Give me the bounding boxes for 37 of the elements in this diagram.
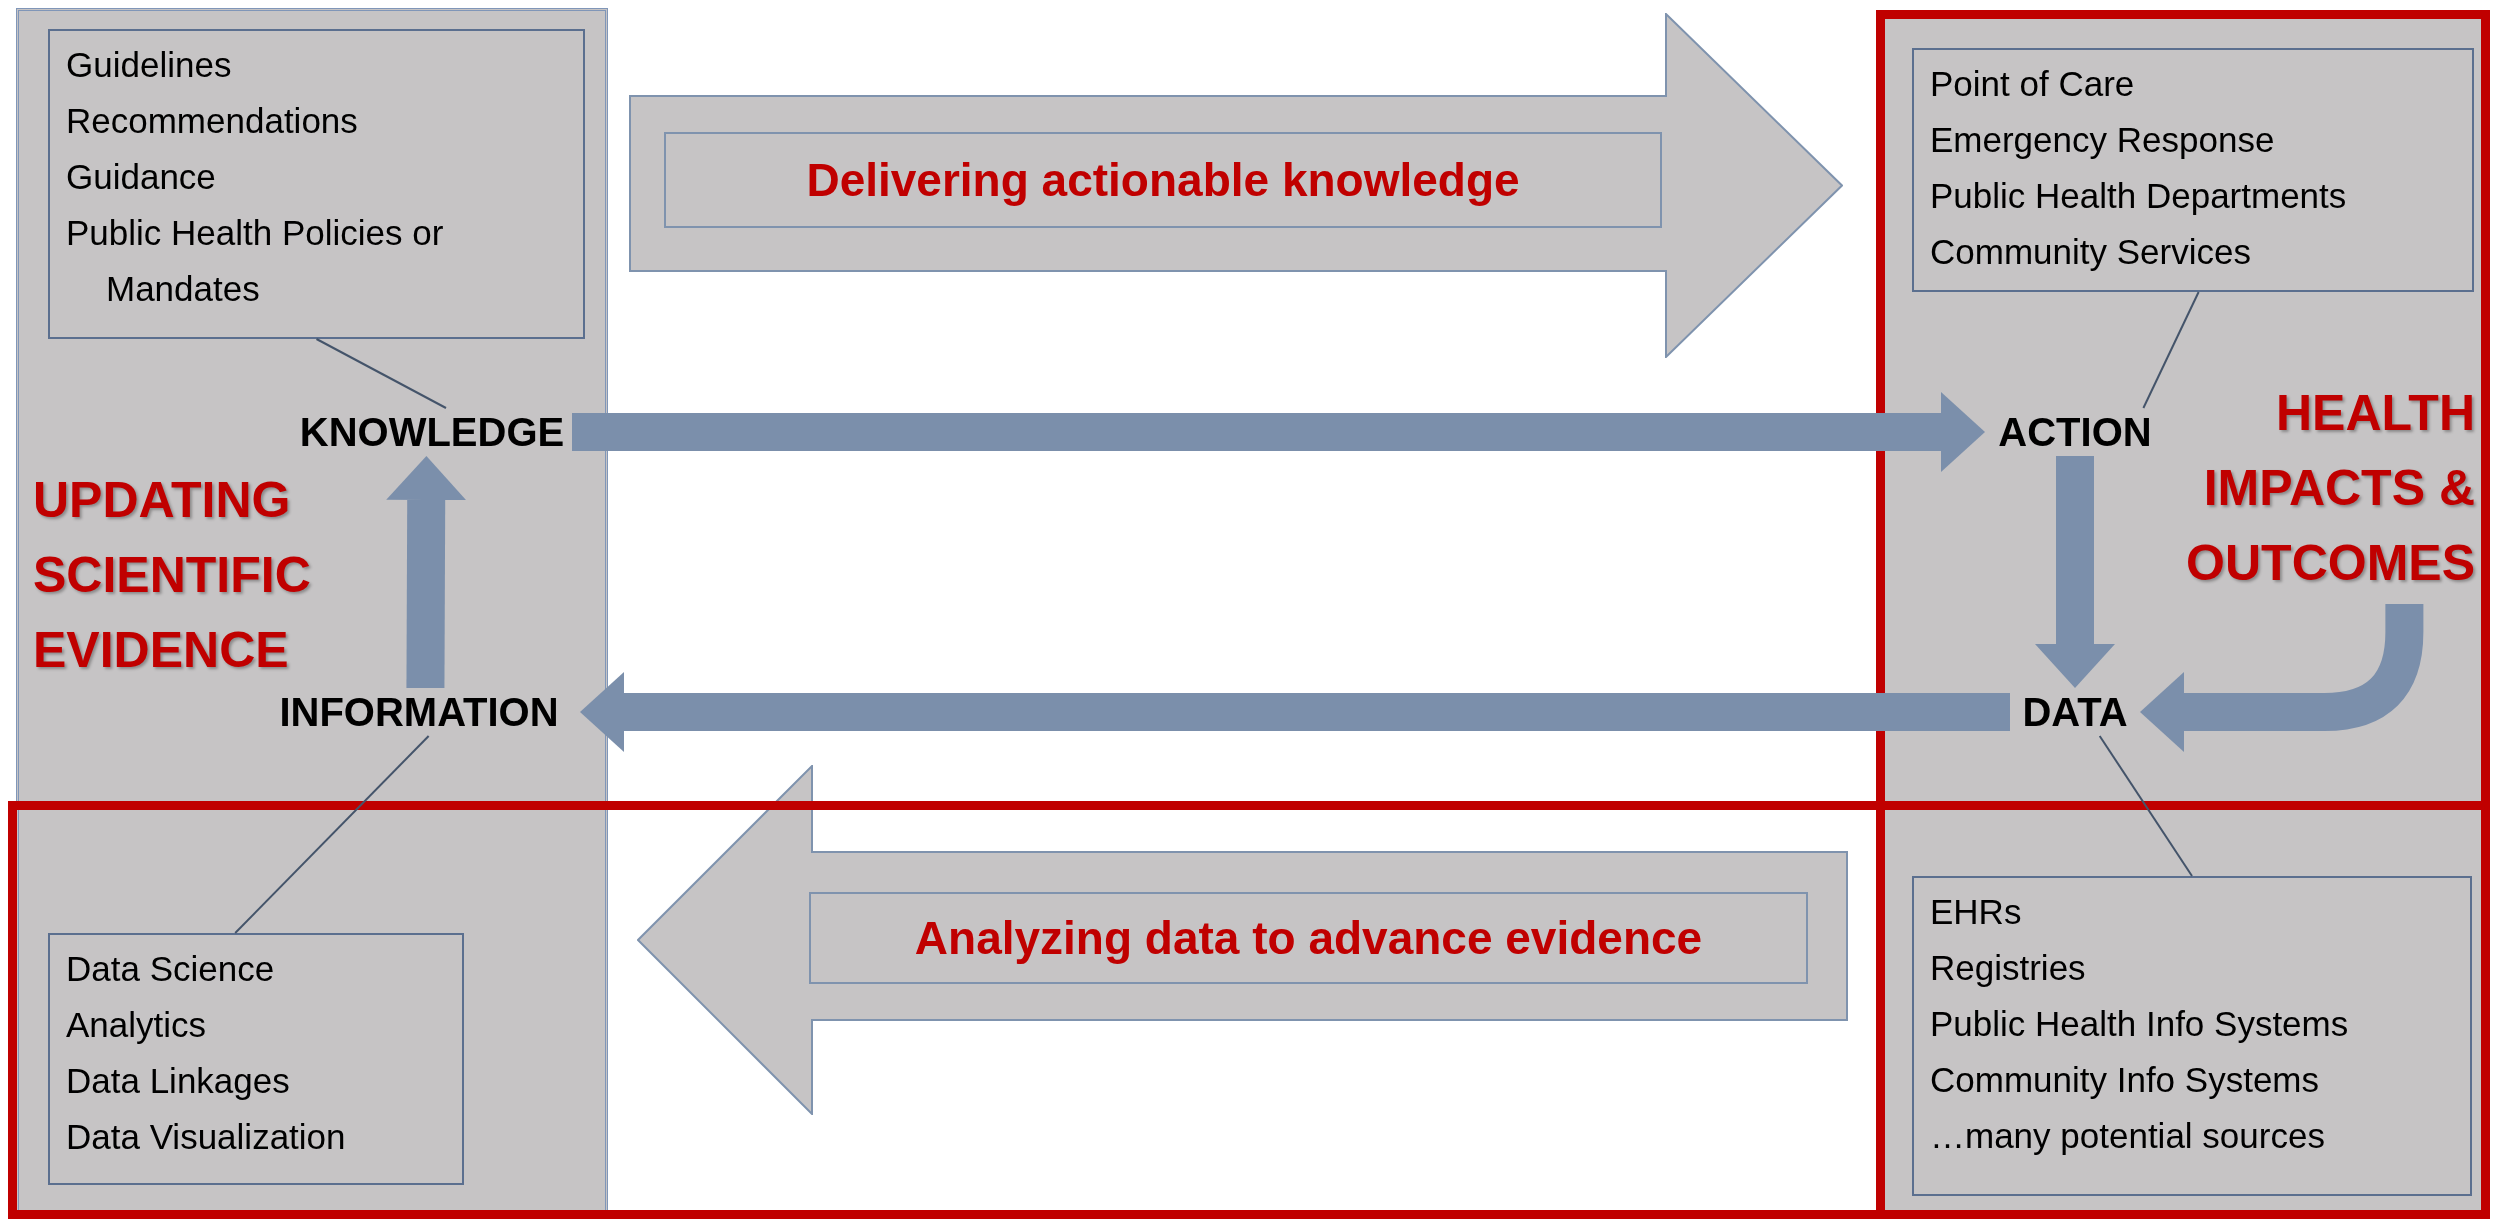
list-item: Point of Care (1930, 63, 2136, 105)
stage-label: ACTION (1985, 408, 2165, 456)
list-item: Public Health Info Systems (1930, 1003, 2350, 1045)
stage-label: DATA (2010, 688, 2140, 736)
list-item: Guidance (66, 156, 217, 198)
list-item: Recommendations (66, 100, 359, 142)
list-item: Community Services (1930, 231, 2252, 273)
list-item: Data Visualization (66, 1116, 347, 1158)
list-box (1912, 48, 2474, 292)
arrow-caption: Analyzing data to advance evidence (809, 892, 1808, 984)
panel-heading: UPDATING SCIENTIFIC EVIDENCE (33, 471, 312, 680)
block-arrow (572, 392, 1985, 472)
leader-line (2142, 291, 2200, 409)
list-item: …many potential sources (1930, 1115, 2326, 1157)
list-item: Analytics (66, 1004, 208, 1046)
arrow-caption: Delivering actionable knowledge (664, 132, 1662, 228)
list-item: Registries (1930, 947, 2087, 989)
list-item: EHRs (1930, 891, 2023, 933)
list-item: Public Health Policies or Mandates (66, 212, 445, 310)
stage-label: KNOWLEDGE (292, 408, 572, 456)
list-box (48, 29, 585, 339)
block-arrow (580, 672, 2010, 752)
list-item: Emergency Response (1930, 119, 2276, 161)
leader-line (315, 338, 447, 409)
list-item: Guidelines (66, 44, 233, 86)
leader-line (234, 735, 430, 934)
block-arrow (386, 456, 467, 689)
list-item: Public Health Departments (1930, 175, 2348, 217)
list-box (1912, 876, 2472, 1196)
stage-label: INFORMATION (258, 688, 580, 736)
section-heading: HEALTH IMPACTS & OUTCOMES (2168, 376, 2475, 604)
block-arrow (2035, 456, 2115, 688)
list-item: Data Science (66, 948, 276, 990)
list-item: Community Info Systems (1930, 1059, 2320, 1101)
list-box (48, 933, 464, 1185)
leader-line (2098, 735, 2193, 877)
list-item: Data Linkages (66, 1060, 291, 1102)
